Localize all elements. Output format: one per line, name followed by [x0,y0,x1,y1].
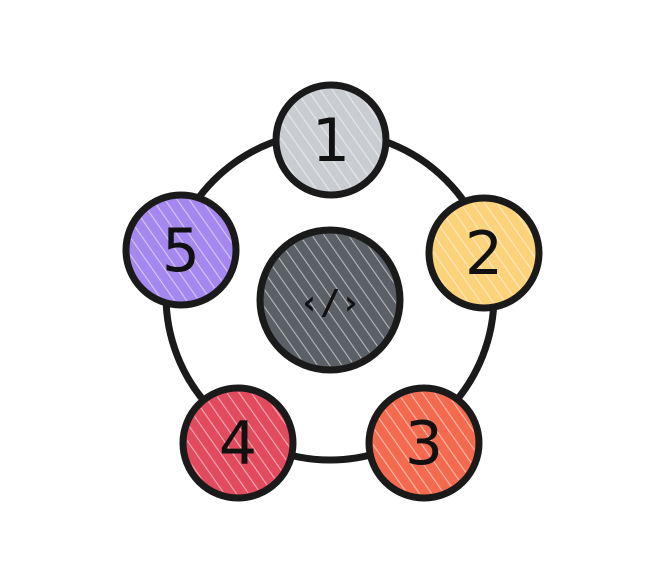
node-1-label: 1 [312,106,350,176]
node-2: 2 [425,194,543,312]
node-4: 4 [179,384,297,502]
node-3-label: 3 [405,409,443,479]
node-3-hatch [373,392,475,494]
center-node: ‹/› [256,226,404,374]
node-4-label: 4 [219,409,257,479]
code-brackets-icon: ‹/› [299,283,360,323]
node-2-label: 2 [465,219,503,289]
outer-nodes: 1 2 3 4 5 [122,81,543,502]
node-5-label: 5 [162,216,200,286]
node-2-hatch [433,202,535,304]
node-1-hatch [280,89,382,191]
node-5-hatch [130,199,232,301]
node-5: 5 [122,191,240,309]
center-node-hatch [264,234,396,366]
node-3: 3 [365,384,483,502]
node-4-hatch [187,392,289,494]
node-1: 1 [272,81,390,199]
